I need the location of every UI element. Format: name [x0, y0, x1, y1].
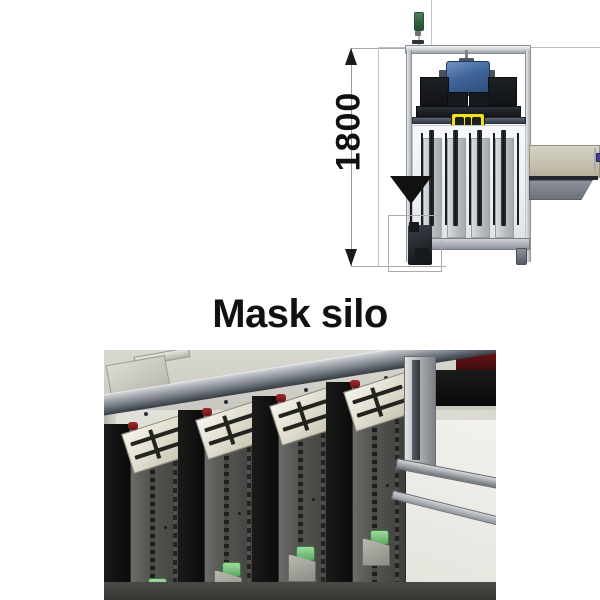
column-bolt-2b [238, 512, 241, 515]
render-support-post [404, 356, 436, 468]
rail-stud-1 [144, 412, 148, 416]
yellow-module-slot-left [455, 117, 464, 126]
column-chain-alt-1 [173, 434, 177, 600]
discharge-hopper-underside [529, 180, 593, 200]
connector-plug [596, 153, 600, 162]
column-bolt-4b [386, 484, 389, 487]
render-bottom-strip [104, 582, 496, 600]
silo-rail-3 [477, 130, 482, 226]
silo-guide-c [469, 133, 471, 225]
dimension-extension-line-top [351, 48, 441, 49]
mechanism-detail-upper [409, 222, 419, 232]
discharge-support-arm [594, 148, 596, 170]
dimension-line [351, 48, 352, 266]
signal-tower-green-lamp-icon [414, 12, 424, 31]
machine-frame-vertical-guide [431, 0, 433, 48]
silo-guide-e [517, 133, 519, 225]
mask-silo-render-photo [104, 350, 496, 600]
machine-frame-left-post [378, 47, 381, 267]
silo-rail-2 [453, 130, 458, 226]
caster-wheel-right [516, 248, 527, 265]
page-title: Mask silo [212, 292, 388, 336]
silo-guide-d [493, 133, 495, 225]
rail-stud-3 [304, 388, 308, 392]
mechanism-detail-lower [415, 248, 429, 262]
hmi-mount-bracket [459, 58, 474, 62]
column-shadow-3 [252, 396, 278, 600]
column-shadow-2 [178, 410, 204, 600]
column-chain-3 [298, 410, 303, 600]
discharge-hopper-lip [529, 176, 598, 180]
yellow-module-slot-right [472, 117, 481, 126]
yellow-module-slot-center [465, 117, 471, 126]
column-chain-alt-2 [247, 420, 251, 600]
column-chain-alt-3 [321, 406, 325, 600]
column-chain-1 [150, 438, 155, 600]
dimension-value-label: 1800 [329, 91, 368, 172]
render-red-roller-3 [276, 394, 286, 402]
dimension-extension-line-bottom [351, 266, 446, 267]
column-bolt-3b [312, 498, 315, 501]
signal-tower-base [415, 31, 421, 36]
dimension-arrow-down-icon [345, 249, 357, 266]
callout-highlight-box [388, 215, 442, 272]
dimension-arrow-up-icon [345, 48, 357, 65]
gantry-leg-left [406, 50, 412, 262]
callout-leader-line [410, 203, 412, 225]
render-red-roller-4 [350, 380, 360, 388]
column-chain-4 [372, 396, 377, 596]
render-dark-housing [434, 370, 496, 406]
signal-tower-mount [412, 40, 424, 44]
render-support-post-inner [412, 360, 420, 460]
rail-stud-2 [224, 400, 228, 404]
cad-drawing-canvas: 1800 [150, 0, 600, 290]
gantry-beam [405, 45, 531, 54]
column-shadow-4 [326, 382, 352, 600]
render-red-roller-1 [128, 422, 138, 430]
column-chain-2 [224, 424, 229, 600]
cad-elevation-panel: 1800 [0, 0, 600, 290]
silo-rail-4 [501, 130, 506, 226]
discharge-hopper [529, 145, 600, 178]
hmi-mount-arm [465, 50, 468, 61]
upper-hopper-right [488, 77, 517, 109]
column-bolt-1b [164, 526, 167, 529]
column-shadow-1 [104, 424, 130, 600]
render-red-roller-2 [202, 408, 212, 416]
silo-guide-b [445, 133, 447, 225]
hmi-touchscreen-housing [446, 61, 490, 96]
upper-hopper-left [420, 77, 449, 109]
callout-pointer-triangle-icon [390, 176, 432, 204]
